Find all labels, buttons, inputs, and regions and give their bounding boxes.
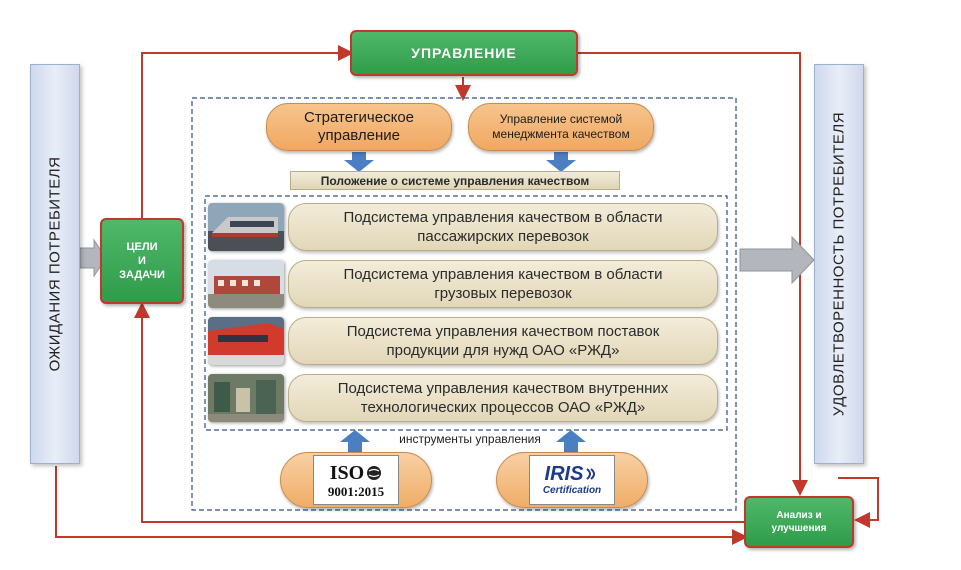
iris-logo-oval: IRIS Certification: [496, 452, 648, 508]
iso-logo-top: ISO: [330, 462, 382, 484]
management-label: УПРАВЛЕНИЕ: [411, 45, 517, 61]
customer-expectations-label: ОЖИДАНИЯ ПОТРЕБИТЕЛЯ: [46, 156, 64, 372]
goals-box: ЦЕЛИ И ЗАДАЧИ: [100, 218, 184, 304]
passenger-train-image: [208, 203, 284, 251]
freight-train-image: [208, 260, 284, 308]
strategic-management-oval: Стратегическое управление: [266, 103, 452, 151]
customer-satisfaction-label: УДОВЛЕТВОРЕННОСТЬ ПОТРЕБИТЕЛЯ: [830, 111, 848, 417]
red-train-image: [208, 317, 284, 365]
iso-logo-text: ISO: [329, 461, 365, 484]
passenger-train-photo: [208, 203, 284, 251]
goals-line-1: ЦЕЛИ: [126, 241, 158, 253]
blue-arrow-down-right: [546, 152, 576, 172]
inner-dashed-frame: [204, 195, 728, 431]
iso-logo-oval: ISO 9001:2015: [280, 452, 432, 508]
customer-satisfaction-panel: УДОВЛЕТВОРЕННОСТЬ ПОТРЕБИТЕЛЯ: [814, 64, 864, 464]
subsystem-freight-line-1: Подсистема управления качеством в област…: [343, 266, 663, 283]
subsystem-freight: Подсистема управления качеством в област…: [288, 260, 718, 308]
goals-line-3: ЗАДАЧИ: [119, 269, 165, 281]
iris-logo-text: IRIS: [544, 463, 584, 485]
blue-arrow-up-left: [340, 430, 370, 452]
tools-label: инструменты управления: [370, 432, 570, 448]
subsystem-internal-line-2: технологических процессов ОАО «РЖД»: [360, 399, 646, 416]
subsystem-supplies-line-2: продукции для нужд ОАО «РЖД»: [386, 342, 620, 359]
qms-management-oval: Управление системой менеджмента качество…: [468, 103, 654, 151]
subsystem-passenger-line-1: Подсистема управления качеством в област…: [343, 209, 663, 226]
qms-line-2: менеджмента качеством: [492, 127, 630, 141]
subsystem-internal-line-1: Подсистема управления качеством внутренн…: [337, 380, 669, 397]
blue-arrow-up-right: [556, 430, 586, 452]
regulation-label: Положение о системе управления качеством: [320, 174, 590, 188]
globe-icon: [367, 465, 382, 480]
qms-line-1: Управление системой: [499, 112, 623, 126]
customer-expectations-panel: ОЖИДАНИЯ ПОТРЕБИТЕЛЯ: [30, 64, 80, 464]
rail-yard-photo: [208, 374, 284, 422]
subsystem-passenger: Подсистема управления качеством в област…: [288, 203, 718, 251]
strategic-line-1: Стратегическое: [303, 109, 415, 126]
iris-logo-top: IRIS: [545, 463, 600, 485]
subsystem-internal-processes: Подсистема управления качеством внутренн…: [288, 374, 718, 422]
iso-logo: ISO 9001:2015: [313, 455, 399, 505]
tools-label-text: инструменты управления: [399, 432, 541, 446]
rail-yard-image: [208, 374, 284, 422]
management-to-analysis-line: [578, 52, 808, 496]
subsystem-supplies: Подсистема управления качеством поставок…: [288, 317, 718, 365]
analysis-box: Анализ и улучшения: [744, 496, 854, 548]
subsystem-supplies-line-1: Подсистема управления качеством поставок: [346, 323, 660, 340]
blue-arrow-down-left: [344, 152, 374, 172]
management-box: УПРАВЛЕНИЕ: [350, 30, 578, 76]
rail-waves-icon: [586, 468, 596, 480]
red-train-photo: [208, 317, 284, 365]
iris-logo: IRIS Certification: [529, 455, 615, 505]
subsystem-passenger-line-2: пассажирских перевозок: [417, 228, 589, 245]
analysis-line-2: улучшения: [771, 523, 827, 534]
strategic-line-2: управление: [317, 127, 401, 144]
analysis-to-goals-line: [134, 302, 744, 523]
outer-dashed-frame: [191, 97, 737, 511]
iso-logo-standard: 9001:2015: [327, 483, 385, 499]
analysis-line-1: Анализ и: [776, 510, 822, 521]
freight-train-photo: [208, 260, 284, 308]
grey-arrow-right: [739, 235, 815, 285]
iris-logo-certification: Certification: [542, 485, 602, 496]
goals-line-2: И: [138, 255, 146, 267]
expectations-to-analysis-line: [55, 466, 748, 545]
regulation-bar: Положение о системе управления качеством: [290, 171, 620, 190]
goals-to-management-line: [141, 45, 354, 218]
satisfaction-to-analysis-line: [838, 477, 879, 528]
subsystem-freight-line-2: грузовых перевозок: [434, 285, 572, 302]
